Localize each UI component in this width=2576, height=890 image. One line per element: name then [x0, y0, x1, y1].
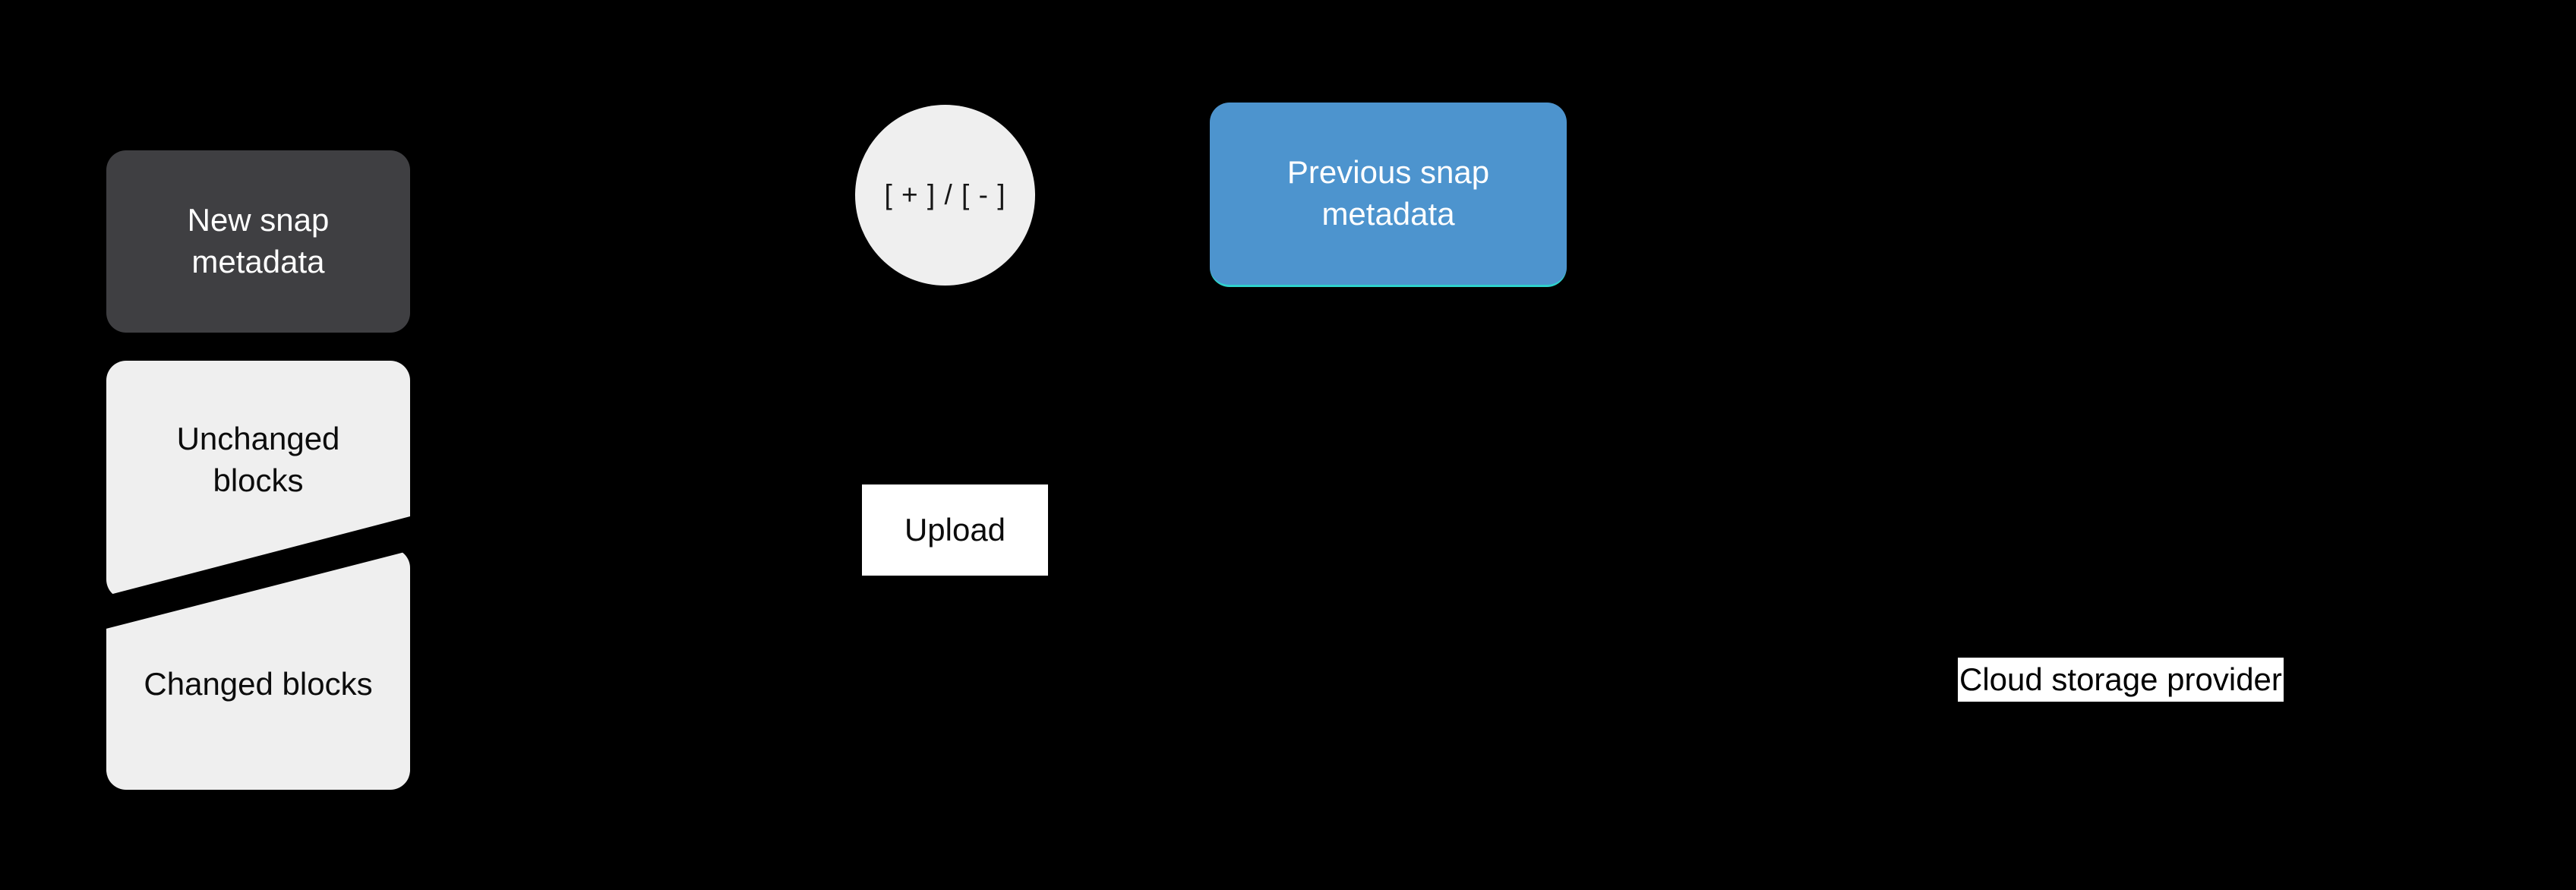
- node-previous-snap-metadata[interactable]: Previous snap metadata: [1210, 103, 1567, 287]
- node-cloud-storage-provider-label: Cloud storage provider: [1959, 661, 2282, 697]
- node-unchanged-blocks[interactable]: Unchanged blocks: [106, 361, 410, 599]
- node-previous-snap-metadata-label: Previous snap metadata: [1286, 154, 1490, 232]
- node-diff-circle-label: [ + ] / [ - ]: [884, 178, 1006, 210]
- node-changed-blocks-label: Changed blocks: [144, 665, 373, 702]
- node-upload-label: Upload: [904, 511, 1006, 548]
- node-changed-blocks[interactable]: Changed blocks: [106, 548, 410, 790]
- node-new-snap-metadata-label: New snap metadata: [187, 202, 330, 279]
- node-new-snap-metadata[interactable]: New snap metadata: [106, 150, 410, 333]
- node-unchanged-blocks-label: Unchanged blocks: [176, 421, 340, 498]
- node-upload[interactable]: Upload: [862, 484, 1048, 576]
- node-diff-circle[interactable]: [ + ] / [ - ]: [855, 105, 1035, 286]
- node-cloud-storage-provider[interactable]: Cloud storage provider: [1958, 658, 2284, 702]
